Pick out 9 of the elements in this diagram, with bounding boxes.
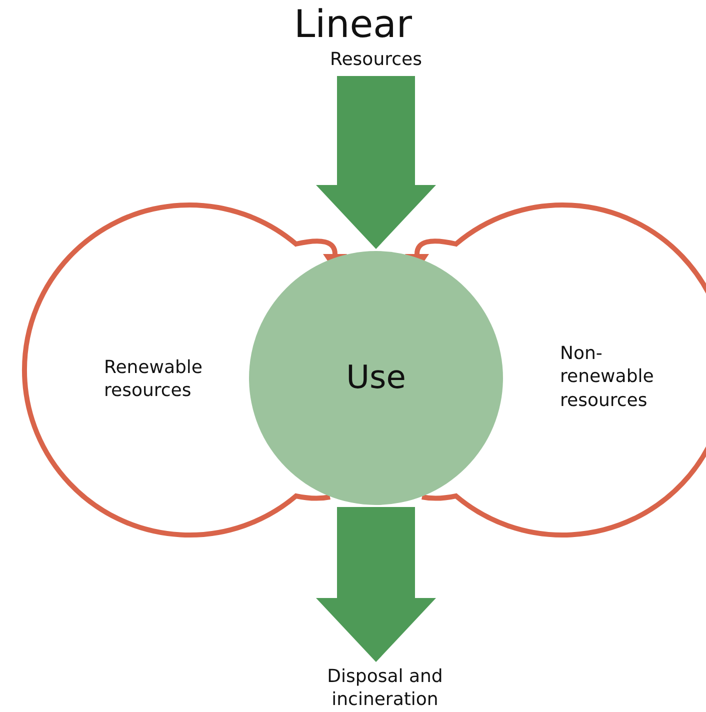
edge-label: Renewable resources [104, 356, 204, 403]
flow-label: Resources [330, 48, 422, 72]
stage-label: Use [346, 357, 406, 398]
diagram-title: Linear [292, 2, 414, 46]
edge-label: Non-renewable resources [560, 342, 655, 412]
flow-arrow [316, 76, 436, 249]
flow-label: Disposal and incineration [326, 664, 444, 712]
loop-arrow [22, 202, 347, 538]
loop-arrow [405, 202, 706, 538]
